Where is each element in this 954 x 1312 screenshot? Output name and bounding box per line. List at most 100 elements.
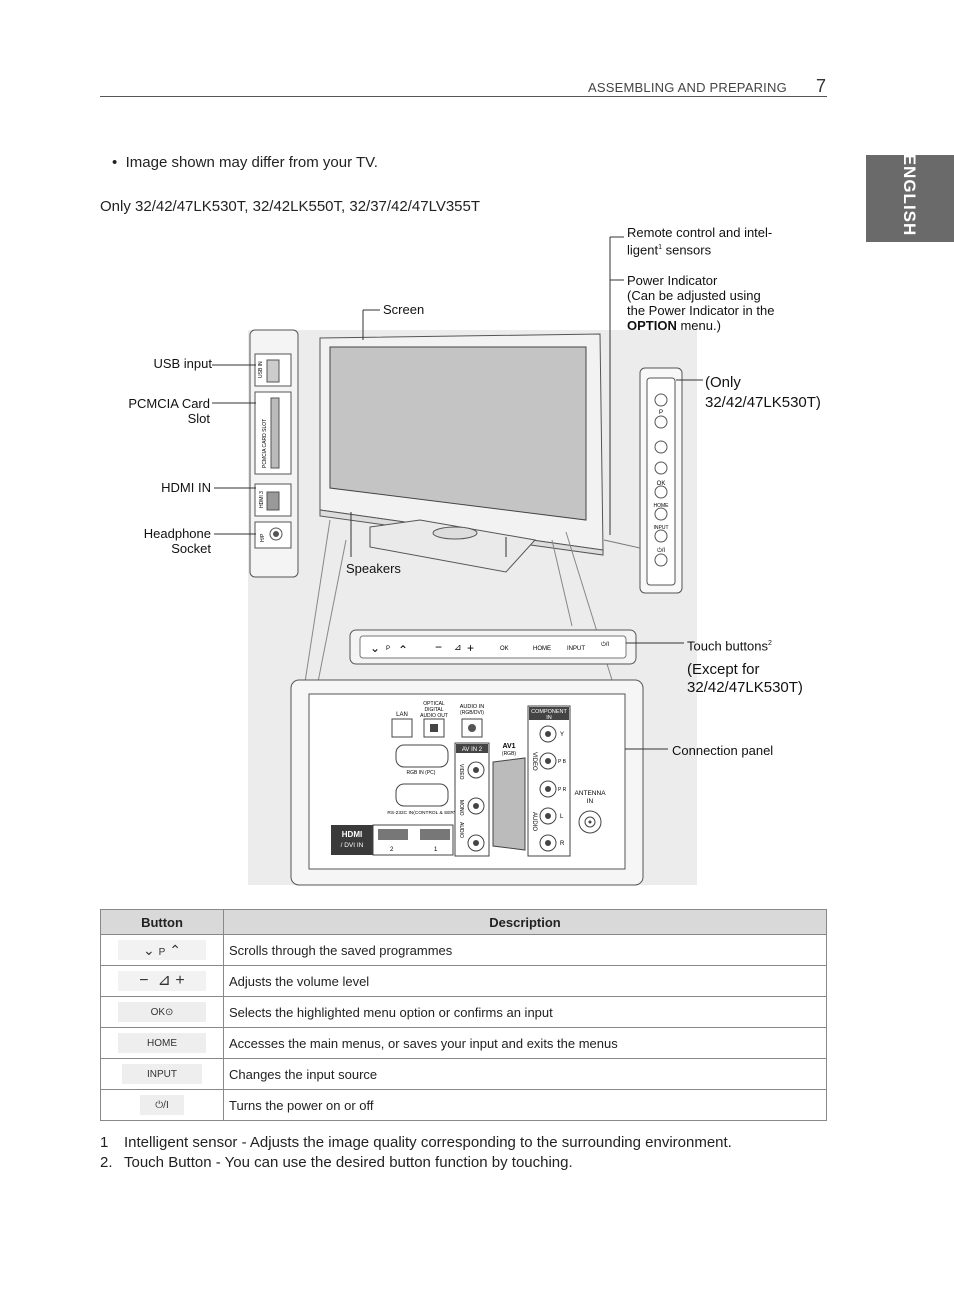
- row-description: Accesses the main menus, or saves your i…: [223, 1027, 827, 1059]
- strip-p-text: P: [659, 410, 663, 416]
- comp-pb-text: P B: [558, 759, 567, 765]
- hp-text: H/P: [260, 533, 266, 542]
- header-divider: [100, 96, 827, 97]
- right-top-leaders: [609, 236, 624, 535]
- programme-up-down-icon: ⌄ P ⌃: [100, 934, 224, 966]
- comp-video-text: VIDEO: [531, 752, 537, 771]
- audio-in-text-2: (RGB/DVI): [460, 710, 484, 716]
- scart-port: [492, 757, 526, 851]
- touch-button-bar: [349, 629, 684, 665]
- label-power-1: Power Indicator: [627, 273, 718, 288]
- av2-video-text: VIDEO: [458, 764, 464, 780]
- label-screen: Screen: [383, 302, 425, 317]
- touch-home-text: HOME: [533, 646, 551, 652]
- label-power-option: OPTION: [627, 318, 677, 333]
- strip-input-text: INPUT: [654, 525, 669, 531]
- av1-text: AV1: [502, 743, 515, 750]
- prog-p-text: P: [158, 947, 166, 958]
- rgb-port: [395, 744, 449, 768]
- comp-r-text: R: [560, 841, 565, 847]
- hdmi-1-text: 1: [434, 847, 438, 853]
- label-power-4: menu.): [676, 318, 721, 333]
- power-icon-text: ⏻/I: [140, 1095, 184, 1115]
- lan-text: LAN: [396, 712, 408, 718]
- av-in2-text: AV IN 2: [462, 747, 483, 753]
- hdmi-2-port: [378, 829, 408, 840]
- header-button: Button: [100, 909, 224, 935]
- antenna-text-1: ANTENNA: [574, 790, 606, 797]
- strip-ok-text: OK: [657, 481, 666, 487]
- note-line: • Image shown may differ from your TV.: [112, 154, 378, 171]
- strip-power-text: ⏻/I: [657, 547, 665, 554]
- home-icon-text: HOME: [118, 1033, 206, 1053]
- label-power-2: (Can be adjusted using: [627, 288, 761, 303]
- note-text: Image shown may differ from your TV.: [125, 154, 378, 171]
- speaker-leaders: [350, 512, 507, 557]
- av2-audio-text: AUDIO: [458, 822, 464, 838]
- table-row: OK⊙ Selects the highlighted menu option …: [100, 996, 827, 1028]
- row-description: Adjusts the volume level: [223, 965, 827, 997]
- optical-text-3: AUDIO OUT: [420, 713, 448, 719]
- audio-in-text-1: AUDIO IN: [460, 704, 484, 710]
- antenna-text-2: IN: [587, 798, 594, 805]
- touch-down-arrow: ⌄: [370, 641, 380, 655]
- power-icon: ⏻/I: [100, 1089, 224, 1121]
- label-only-2: 32/42/47LK530T): [705, 394, 821, 411]
- table-row: ⏻/I Turns the power on or off: [100, 1089, 827, 1121]
- models-line: Only 32/42/47LK530T, 32/42LK550T, 32/37/…: [100, 198, 481, 215]
- label-connection-panel: Connection panel: [672, 743, 774, 758]
- language-tab: ENGLISH: [866, 154, 954, 242]
- component-text-1: COMPONENT: [531, 709, 567, 715]
- hdmi-logo-block: [331, 825, 373, 855]
- label-remote-sup: 1: [658, 244, 662, 251]
- comp-audio-text: AUDIO: [531, 812, 537, 831]
- row-description: Scrolls through the saved programmes: [223, 934, 827, 966]
- lan-port: [391, 718, 413, 738]
- label-usb-input: USB input: [153, 356, 212, 371]
- rs232-text: RS-232C IN(CONTROL & SERVICE): [387, 810, 467, 816]
- touch-p-text: P: [386, 646, 390, 652]
- row-description: Turns the power on or off: [223, 1089, 827, 1121]
- label-except-2: 32/42/47LK530T): [687, 679, 803, 696]
- comp-pr-text: P R: [558, 787, 567, 793]
- input-icon-text: INPUT: [122, 1064, 202, 1084]
- av2-mono-text: MONO: [458, 800, 464, 816]
- label-touch-sup: 2: [767, 640, 772, 647]
- tv-body: [319, 309, 604, 573]
- usb-in-text: USB IN: [258, 361, 264, 378]
- component-text-2: IN: [546, 715, 552, 721]
- home-icon: HOME: [100, 1027, 224, 1059]
- label-headphone-1: Headphone: [143, 526, 211, 541]
- table-row: ⌄ P ⌃ Scrolls through the saved programm…: [100, 934, 827, 966]
- label-remote-line2: ligent1 sensors: [627, 240, 711, 257]
- dvi-in-text: / DVI IN: [341, 842, 364, 849]
- hdmi-1-port: [420, 829, 450, 840]
- page-number: 7: [816, 76, 827, 96]
- footnote-num: 2.: [100, 1154, 113, 1171]
- label-touch: Touch buttons: [687, 638, 768, 654]
- label-remote-1: Remote control and intel-: [627, 225, 773, 240]
- hdmi3-text: HDMI 3: [259, 491, 265, 508]
- label-power-3: the Power Indicator in the: [627, 303, 775, 318]
- section-title: ASSEMBLING AND PREPARING: [588, 80, 787, 95]
- row-description: Selects the highlighted menu option or c…: [223, 996, 827, 1028]
- touch-power-text: ⏻/I: [601, 641, 609, 648]
- table-header-row: Button Description: [100, 909, 827, 935]
- optical-text-2: DIGITAL: [424, 707, 443, 713]
- av1-sub-text: (RGB): [502, 751, 517, 757]
- comp-l-text: L: [560, 814, 564, 820]
- input-icon: INPUT: [100, 1058, 224, 1090]
- side-panel: [249, 329, 299, 578]
- label-remote-2: ligent: [627, 242, 659, 258]
- table-row: − ⊿ + Adjusts the volume level: [100, 965, 827, 997]
- tv-diagram: USB IN PCMCIA CARD SLOT HDMI 3 H/P P: [212, 236, 703, 886]
- label-hdmi-in: HDMI IN: [161, 480, 211, 495]
- label-except-1: (Except for: [687, 661, 760, 678]
- optical-text-1: OPTICAL: [423, 701, 445, 707]
- label-pcmcia-2: Slot: [187, 411, 210, 426]
- footnote-num: 1: [100, 1134, 109, 1151]
- label-remote-3: sensors: [661, 242, 712, 258]
- ok-icon-text: OK⊙: [118, 1002, 206, 1022]
- rgb-in-text: RGB IN (PC): [407, 770, 436, 776]
